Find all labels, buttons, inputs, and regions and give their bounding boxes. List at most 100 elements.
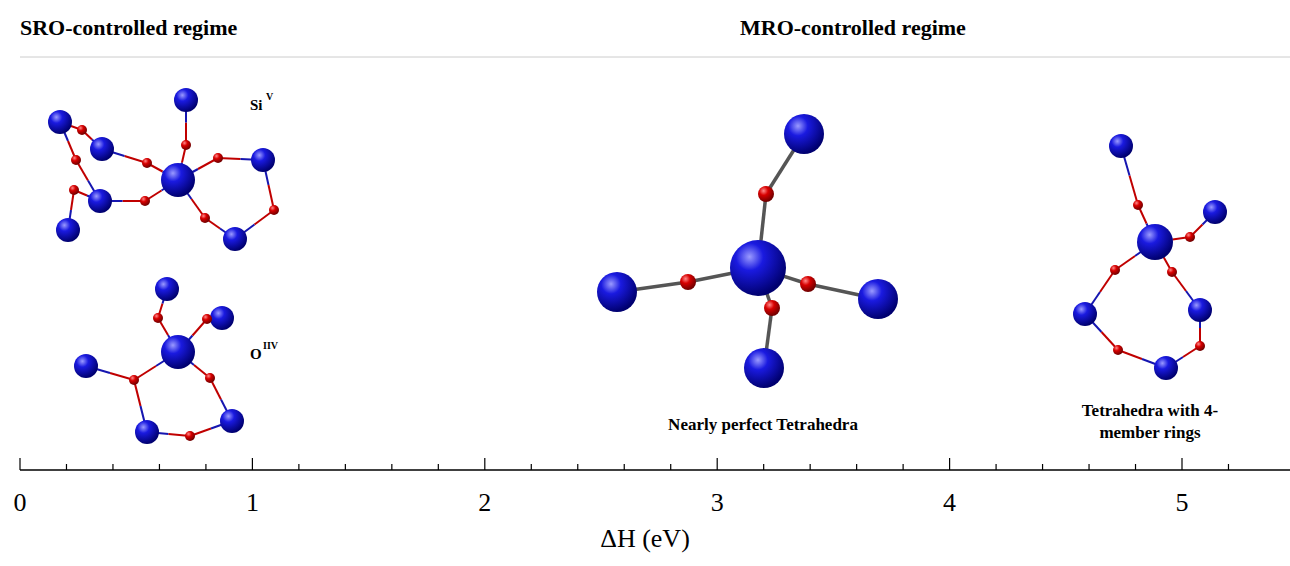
axis-tick [995, 464, 996, 470]
oxygen-atom [71, 155, 81, 165]
silicon-atom [223, 227, 247, 251]
oxygen-atom [185, 431, 195, 441]
axis-tick [1135, 464, 1136, 470]
oxygen-atom [181, 140, 191, 150]
site-label: O [250, 345, 262, 365]
axis-tick [903, 464, 904, 470]
axis-tick [112, 464, 113, 470]
oxygen-atom [269, 205, 279, 215]
silicon-atom [88, 189, 112, 213]
silicon-atom [1073, 302, 1097, 326]
oxygen-atom [213, 153, 223, 163]
axis-tick [1181, 458, 1182, 470]
silicon-atom [730, 240, 786, 296]
oxygen-atom [200, 213, 210, 223]
axis-tick [205, 464, 206, 470]
tick-label: 4 [943, 486, 956, 520]
axis-tick [810, 464, 811, 470]
axis-tick [484, 458, 485, 470]
axis-tick [391, 464, 392, 470]
axis-tick [298, 464, 299, 470]
site-superscript: IIV [263, 339, 278, 352]
silicon-atom [56, 218, 80, 242]
silicon-atom [1154, 356, 1178, 380]
header-rule [20, 57, 1290, 58]
silicon-atom [174, 88, 198, 112]
molecule [74, 277, 244, 444]
oxygen-atom [140, 196, 150, 206]
silicon-atom [161, 163, 195, 197]
axis-tick [1228, 464, 1229, 470]
axis-tick [1042, 464, 1043, 470]
silicon-atom [135, 420, 159, 444]
site-superscript: V [266, 90, 273, 103]
silicon-atom [251, 148, 275, 172]
silicon-atom [48, 110, 72, 134]
oxygen-atom [1185, 232, 1195, 242]
regime-heading: SRO-controlled regime [20, 14, 237, 43]
silicon-atom [1203, 200, 1227, 224]
silicon-atom [597, 272, 637, 312]
axis-tick [252, 458, 253, 470]
axis-tick [949, 458, 950, 470]
molecule [597, 114, 898, 388]
site-label: Si [250, 96, 263, 116]
structure-label: Tetrahedra with 4-member rings [1070, 400, 1230, 444]
structure-label: Nearly perfect Tetrahedra [668, 414, 858, 436]
axis-title: ΔH (eV) [600, 522, 690, 556]
oxygen-atom [153, 313, 163, 323]
silicon-atom [744, 348, 784, 388]
silicon-atom [1137, 224, 1173, 260]
molecule [48, 88, 279, 251]
silicon-atom [858, 279, 898, 319]
silicon-atom [220, 409, 244, 433]
silicon-atom [90, 137, 114, 161]
silicon-atom [1109, 134, 1133, 158]
axis-tick [1088, 464, 1089, 470]
axis-tick [717, 458, 718, 470]
axis-line [20, 469, 1290, 471]
oxygen-atom [69, 185, 79, 195]
oxygen-atom [142, 158, 152, 168]
silicon-atom [1188, 298, 1212, 322]
axis-tick [670, 464, 671, 470]
oxygen-atom [202, 314, 212, 324]
oxygen-atom [1113, 345, 1123, 355]
silicon-atom [210, 306, 234, 330]
molecule [1073, 134, 1227, 380]
axis-tick [624, 464, 625, 470]
silicon-atom [161, 335, 195, 369]
tick-label: 0 [14, 486, 27, 520]
oxygen-atom [758, 186, 774, 202]
axis-tick [531, 464, 532, 470]
tick-label: 5 [1176, 486, 1189, 520]
oxygen-atom [680, 274, 696, 290]
silicon-atom [155, 277, 179, 301]
axis [20, 458, 1290, 470]
oxygen-atom [764, 300, 780, 316]
regime-heading: MRO-controlled regime [740, 14, 966, 43]
oxygen-atom [77, 125, 87, 135]
oxygen-atom [1195, 341, 1205, 351]
axis-tick [577, 464, 578, 470]
oxygen-atom [1167, 267, 1177, 277]
axis-tick [159, 464, 160, 470]
tick-label: 1 [246, 486, 259, 520]
silicon-atom [74, 354, 98, 378]
oxygen-atom [1133, 200, 1143, 210]
axis-tick [763, 464, 764, 470]
tick-label: 2 [478, 486, 491, 520]
axis-tick [345, 464, 346, 470]
axis-tick [66, 464, 67, 470]
oxygen-atom [129, 375, 139, 385]
axis-tick [19, 458, 20, 470]
oxygen-atom [800, 276, 816, 292]
silicon-atom [784, 114, 824, 154]
oxygen-atom [205, 373, 215, 383]
oxygen-atom [1110, 265, 1120, 275]
axis-tick [438, 464, 439, 470]
axis-tick [856, 464, 857, 470]
tick-label: 3 [711, 486, 724, 520]
